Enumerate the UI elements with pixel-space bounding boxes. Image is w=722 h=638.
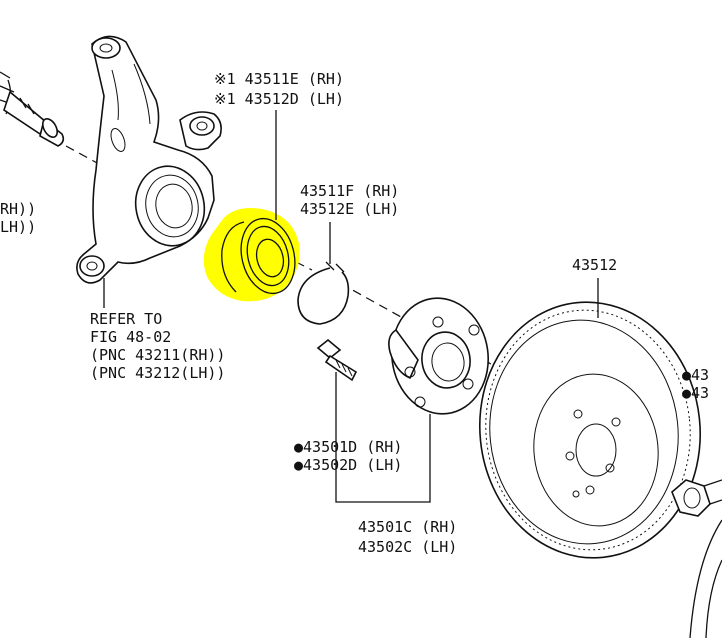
label-snap-ring-lh: 43512E (LH) — [300, 200, 399, 218]
label-knuckle-refer-2: FIG 48-02 — [90, 328, 171, 346]
lug-nut — [671, 479, 722, 517]
label-left-cut-lh: LH)) — [0, 218, 36, 236]
wheel-edge — [689, 519, 722, 638]
hub-bearing — [203, 208, 300, 302]
label-knuckle-refer-1: REFER TO — [90, 310, 162, 328]
leader-hub-bolt — [335, 372, 431, 503]
label-hub-rh: 43501C (RH) — [358, 518, 457, 536]
wheel-hub — [388, 297, 490, 415]
label-left-cut-rh: RH)) — [0, 200, 36, 218]
label-right-cut-1: ●43 — [682, 366, 709, 384]
label-rotor: 43512 — [572, 256, 617, 274]
drive-shaft — [0, 71, 65, 147]
label-knuckle-refer-4: (PNC 43212(LH)) — [90, 364, 225, 382]
steering-knuckle — [76, 35, 222, 284]
label-bearing-lh: ※1 43512D (LH) — [214, 90, 344, 108]
label-bearing-rh: ※1 43511E (RH) — [214, 70, 344, 88]
brake-rotor — [478, 301, 702, 559]
label-hub-bolt-lh: ●43502D (LH) — [294, 456, 402, 474]
label-snap-ring-rh: 43511F (RH) — [300, 182, 399, 200]
label-hub-bolt-rh: ●43501D (RH) — [294, 438, 402, 456]
label-hub-lh: 43502C (LH) — [358, 538, 457, 556]
label-right-cut-2: ●43 — [682, 384, 709, 402]
axis-line — [65, 145, 691, 479]
snap-ring — [297, 261, 350, 325]
label-knuckle-refer-3: (PNC 43211(RH)) — [90, 346, 225, 364]
hub-bolt — [316, 338, 358, 382]
